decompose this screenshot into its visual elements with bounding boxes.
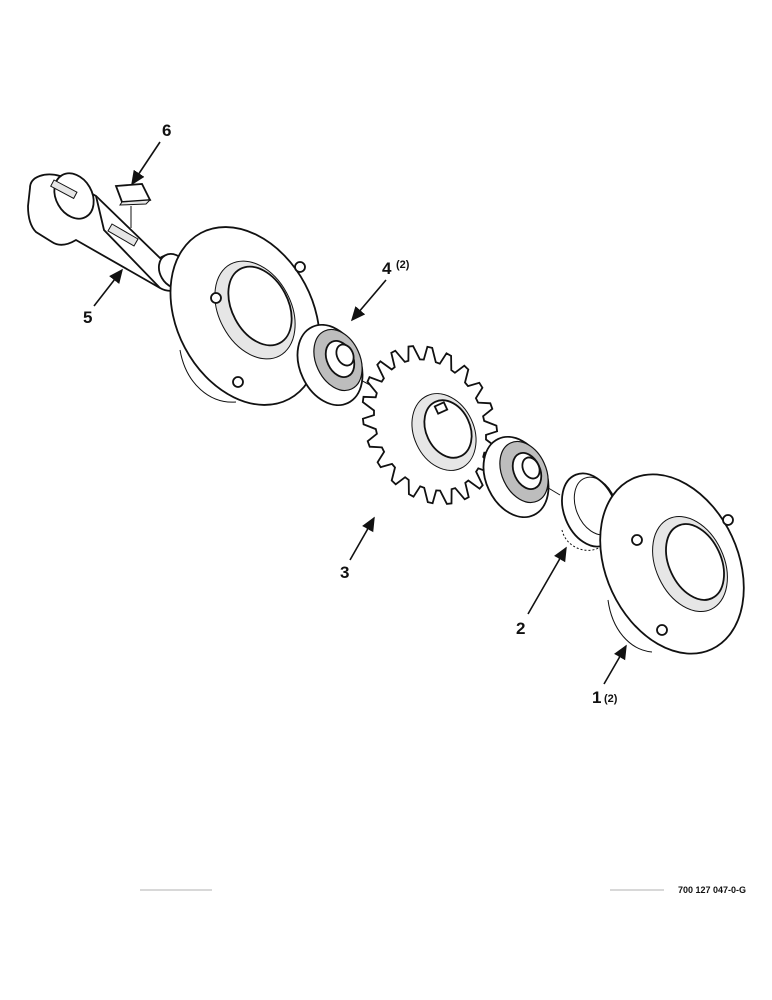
shaft-part-5 [27,172,190,292]
callout-2-number: 2 [516,619,525,638]
callout-1: 1 (2) [592,644,627,707]
callout-4-number: 4 [382,259,392,278]
bearing-part-4-upper [296,323,364,407]
callout-2: 2 [516,546,567,638]
flange-part-1 [599,473,745,655]
callout-3: 3 [340,516,375,582]
callout-4-quantity: (2) [396,259,410,271]
callout-4: 4 (2) [350,259,410,322]
callout-1-number: 1 [592,688,601,707]
callout-6-number: 6 [162,121,171,140]
footer: 700 127 047-0-G [140,885,746,895]
callout-5-number: 5 [83,308,92,327]
sprocket-part-3 [361,345,499,505]
bearing-part-4-lower [482,435,550,519]
callout-6: 6 [131,121,171,186]
flange-left [169,226,321,406]
figure-reference: 700 127 047-0-G [678,885,746,895]
callout-1-quantity: (2) [604,693,618,705]
callout-3-number: 3 [340,563,349,582]
callout-5: 5 [83,268,123,327]
